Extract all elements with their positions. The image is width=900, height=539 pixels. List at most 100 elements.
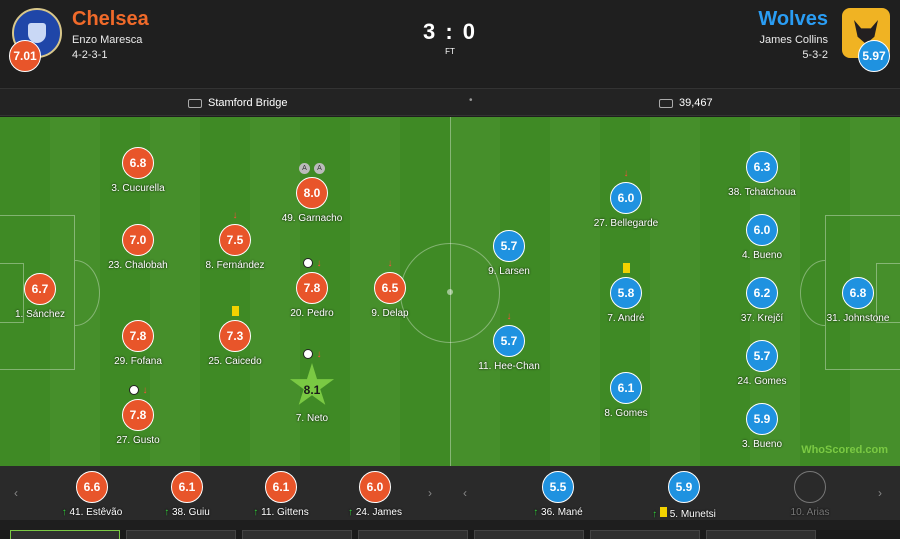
sub-name: 36. Mané: [541, 507, 583, 518]
sub-on-arrow-icon: ↑: [61, 507, 67, 518]
player-rating: 7.8: [296, 272, 328, 304]
home-player[interactable]: 7.8 29. Fofana: [88, 320, 188, 367]
player-name: 8. Gomes: [604, 408, 648, 419]
tab-7[interactable]: [706, 530, 816, 539]
subs-prev-away-icon[interactable]: ‹: [463, 486, 467, 500]
yellow-card-icon: [659, 507, 667, 517]
player-rating: 6.6: [76, 471, 108, 503]
goal-ball-icon: [302, 349, 313, 359]
away-sub[interactable]: 5.5 ↑ 36. Mané: [508, 471, 608, 518]
subs-next-home-icon[interactable]: ›: [428, 486, 432, 500]
away-player[interactable]: 6.8 31. Johnstone: [808, 277, 900, 324]
home-player[interactable]: ↓ 7.8 27. Gusto: [88, 385, 188, 446]
home-sub[interactable]: 6.0 ↑ 24. James: [325, 471, 425, 518]
home-player[interactable]: ↓ 7.8 20. Pedro: [262, 258, 362, 319]
player-name: 3. Cucurella: [111, 183, 165, 194]
stadium-icon: [188, 98, 202, 108]
home-player[interactable]: 6.7 1. Sánchez: [0, 273, 90, 320]
home-sub[interactable]: 6.6 ↑ 41. Estêvão: [42, 471, 142, 518]
sub-name: 11. Gittens: [261, 507, 309, 518]
home-player[interactable]: A A 8.0 49. Garnacho: [262, 163, 362, 224]
away-player[interactable]: 5.7 24. Gomes: [712, 340, 812, 387]
away-player[interactable]: 6.0 4. Bueno: [712, 214, 812, 261]
attendance: 39,467: [659, 97, 713, 109]
sub-on-arrow-icon: ↑: [652, 509, 658, 520]
away-sub[interactable]: 5.9 ↑ 5. Munetsi: [634, 471, 734, 520]
tab-4[interactable]: [358, 530, 468, 539]
away-player[interactable]: 6.2 37. Krejčí: [712, 277, 812, 324]
player-name: 24. Gomes: [737, 376, 787, 387]
event-marks: ↓: [262, 349, 362, 361]
sub-on-arrow-icon: ↑: [533, 507, 539, 518]
home-player[interactable]: 7.3 25. Caicedo: [185, 306, 285, 367]
home-team-rating: 7.01: [9, 40, 41, 72]
home-sub[interactable]: 6.1 ↑ 11. Gittens: [231, 471, 331, 518]
tab-2[interactable]: [126, 530, 236, 539]
player-name: 3. Bueno: [741, 439, 783, 450]
away-player[interactable]: 5.9 3. Bueno: [712, 403, 812, 450]
event-marks: ↓: [262, 258, 362, 270]
penalty-box-left: [0, 215, 75, 370]
home-team-name[interactable]: Chelsea: [72, 8, 149, 30]
tab-1[interactable]: [10, 530, 120, 539]
player-rating: 6.1: [265, 471, 297, 503]
away-player[interactable]: ↓ 6.0 27. Bellegarde: [576, 168, 676, 229]
venue: Stamford Bridge: [188, 97, 287, 109]
home-manager: Enzo Maresca: [72, 34, 143, 46]
player-name: 7. André: [607, 313, 645, 324]
away-player[interactable]: 5.8 7. André: [576, 263, 676, 324]
subs-next-away-icon[interactable]: ›: [878, 486, 882, 500]
pitch: 6.7 1. Sánchez 6.8 3. Cucurella 7.0 23. …: [0, 117, 900, 466]
sub-off-arrow-icon: ↓: [232, 210, 238, 221]
player-name: ↑ 5. Munetsi: [634, 507, 734, 520]
away-player[interactable]: 6.3 38. Tchatchoua: [712, 151, 812, 198]
tab-3[interactable]: [242, 530, 352, 539]
match-score: 3 : 0: [422, 19, 478, 44]
brand-middle: Scored: [825, 444, 863, 456]
yellow-card-icon: [622, 263, 630, 273]
player-rating: 7.8: [122, 399, 154, 431]
home-player[interactable]: ↓ 7.5 8. Fernández: [185, 210, 285, 271]
whoscored-logo[interactable]: WhoScored.com: [801, 444, 888, 456]
player-rating: 6.8: [122, 147, 154, 179]
six-yard-box-left: [0, 263, 24, 323]
player-name: 10. Arias: [790, 507, 830, 518]
tab-5[interactable]: [474, 530, 584, 539]
player-rating: [794, 471, 826, 503]
home-player[interactable]: ↓ 6.5 9. Delap: [340, 258, 440, 319]
away-player[interactable]: 5.7 9. Larsen: [459, 230, 559, 277]
away-team-name[interactable]: Wolves: [758, 8, 828, 30]
sub-name: 38. Guiu: [171, 507, 210, 518]
home-player-motm[interactable]: ↓ 8.1 7. Neto: [262, 349, 362, 424]
player-name: ↑ 36. Mané: [508, 507, 608, 518]
sub-on-arrow-icon: ↑: [253, 507, 259, 518]
sub-name: 41. Estêvão: [69, 507, 123, 518]
event-marks: [576, 263, 676, 275]
player-rating: 5.5: [542, 471, 574, 503]
away-player[interactable]: ↓ 5.7 11. Hee-Chan: [459, 311, 559, 372]
sub-off-arrow-icon: ↓: [387, 258, 393, 269]
home-player[interactable]: 7.0 23. Chalobah: [88, 224, 188, 271]
tab-6[interactable]: [590, 530, 700, 539]
player-name: 23. Chalobah: [108, 260, 168, 271]
home-player[interactable]: 6.8 3. Cucurella: [88, 147, 188, 194]
info-separator: •: [469, 95, 473, 106]
home-sub[interactable]: 6.1 ↑ 38. Guiu: [137, 471, 237, 518]
bottom-tabs: [0, 530, 900, 539]
player-rating: 6.5: [374, 272, 406, 304]
away-manager: James Collins: [759, 34, 828, 46]
event-marks: ↓: [185, 210, 285, 222]
subs-prev-home-icon[interactable]: ‹: [14, 486, 18, 500]
away-formation: 5-3-2: [802, 49, 828, 61]
away-player[interactable]: 6.1 8. Gomes: [576, 372, 676, 419]
away-sub-unused[interactable]: 10. Arias: [760, 471, 860, 518]
goal-ball-icon: [128, 385, 139, 395]
match-info-bar: Stamford Bridge • 39,467: [0, 88, 900, 116]
yellow-card-icon: [231, 306, 239, 316]
player-rating: 6.0: [359, 471, 391, 503]
player-name: 38. Tchatchoua: [728, 187, 796, 198]
player-rating: 5.7: [493, 325, 525, 357]
player-name: ↑ 11. Gittens: [231, 507, 331, 518]
center-spot: [447, 289, 453, 295]
player-name: 1. Sánchez: [14, 309, 66, 320]
